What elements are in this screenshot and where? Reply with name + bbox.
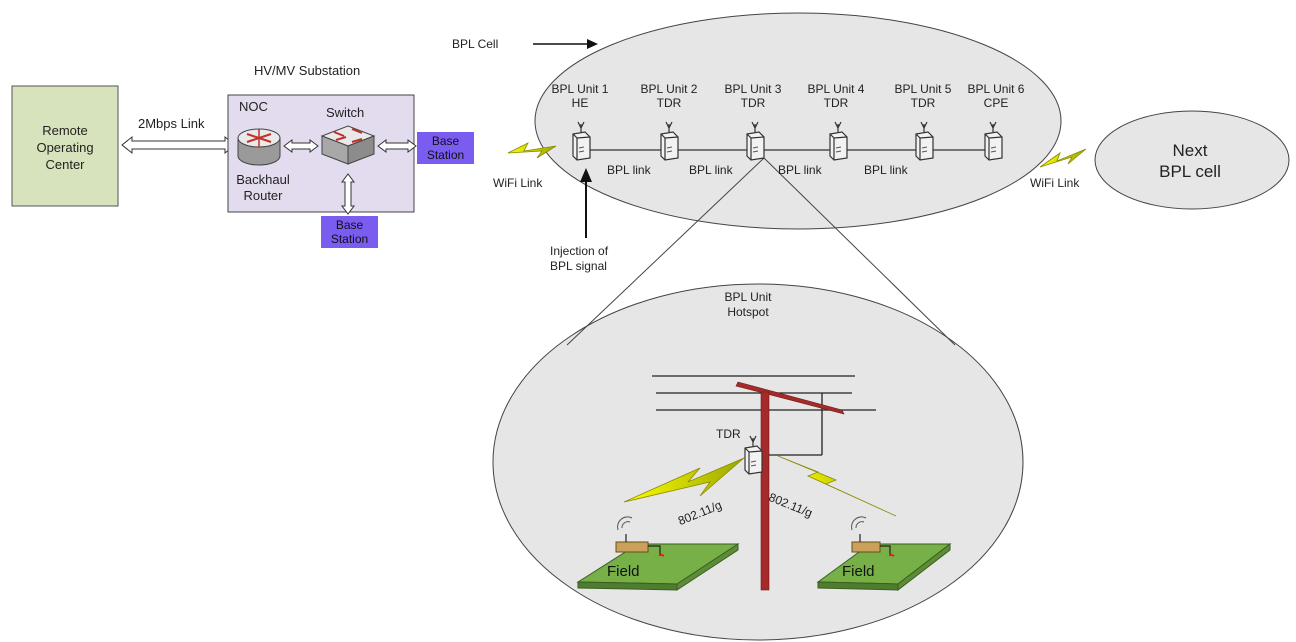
link-2mbps-label: 2Mbps Link	[138, 116, 205, 131]
bpl-unit-5-name: BPL Unit 5	[894, 82, 952, 96]
next-bpl-cell-ellipse	[1094, 110, 1290, 210]
bpl-unit-3-type: TDR	[740, 96, 766, 110]
router-icon	[237, 128, 281, 166]
bpl-unit-1-name: BPL Unit 1	[551, 82, 609, 96]
switch-base-arrow	[377, 139, 417, 153]
bpl-unit-6-name: BPL Unit 6	[967, 82, 1025, 96]
wifi-link-label-right: WiFi Link	[1030, 176, 1080, 190]
switch-bottom-base-arrow	[341, 173, 355, 215]
hotspot-lightning-left	[623, 457, 745, 503]
router-switch-arrow	[283, 139, 319, 153]
bpl-cell-pointer-arrow	[533, 39, 598, 49]
bpl-cell-ellipse	[534, 12, 1062, 230]
base-station-right: Base Station	[417, 132, 474, 164]
wifi-lightning-right	[1039, 148, 1087, 168]
injection-arrow	[580, 168, 592, 238]
hotspot-title: BPL Unit Hotspot	[724, 290, 772, 319]
field-left-label: Field	[607, 563, 640, 580]
field-right	[816, 516, 952, 592]
switch-icon	[320, 125, 376, 165]
backhaul-router-label: Backhaul Router	[236, 172, 290, 203]
bpl-unit-3-name: BPL Unit 3	[724, 82, 782, 96]
switch-label: Switch	[326, 105, 365, 120]
injection-label: Injection of BPL signal	[550, 244, 609, 273]
noc-label: NOC	[239, 99, 268, 114]
hotspot-lightning-right	[777, 455, 897, 517]
bpl-unit-4-name: BPL Unit 4	[807, 82, 865, 96]
link-arrow-2mbps	[121, 135, 236, 155]
zoom-line-left	[566, 157, 765, 346]
substation-title: HV/MV Substation	[254, 63, 361, 78]
bpl-unit-2-type: TDR	[656, 96, 682, 110]
utility-pole	[735, 381, 845, 591]
bpl-unit-4-type: TDR	[823, 96, 849, 110]
field-right-label: Field	[842, 563, 875, 580]
bpl-unit-5-type: TDR	[910, 96, 936, 110]
bpl-link-label-2: BPL link	[689, 163, 733, 177]
remote-operating-center-box	[11, 85, 119, 207]
bpl-cell-label: BPL Cell	[452, 37, 499, 51]
hotspot-tdr-label: TDR	[716, 427, 741, 441]
bpl-link-label-1: BPL link	[607, 163, 651, 177]
field-left	[576, 516, 740, 591]
bpl-link-label-3: BPL link	[778, 163, 822, 177]
remote-operating-center-label: Remote Operating Center	[36, 123, 94, 172]
bpl-unit-1-type: HE	[571, 96, 589, 110]
base-station-bottom: Base Station	[321, 216, 378, 248]
zoom-line-right	[763, 157, 956, 346]
wifi-lightning-left	[507, 142, 557, 159]
bpl-unit-6-type: CPE	[983, 96, 1009, 110]
wifi-link-label-left: WiFi Link	[493, 176, 543, 190]
bpl-link-label-4: BPL link	[864, 163, 908, 177]
next-bpl-cell-label: Next BPL cell	[1159, 141, 1221, 181]
bpl-unit-2-name: BPL Unit 2	[640, 82, 698, 96]
